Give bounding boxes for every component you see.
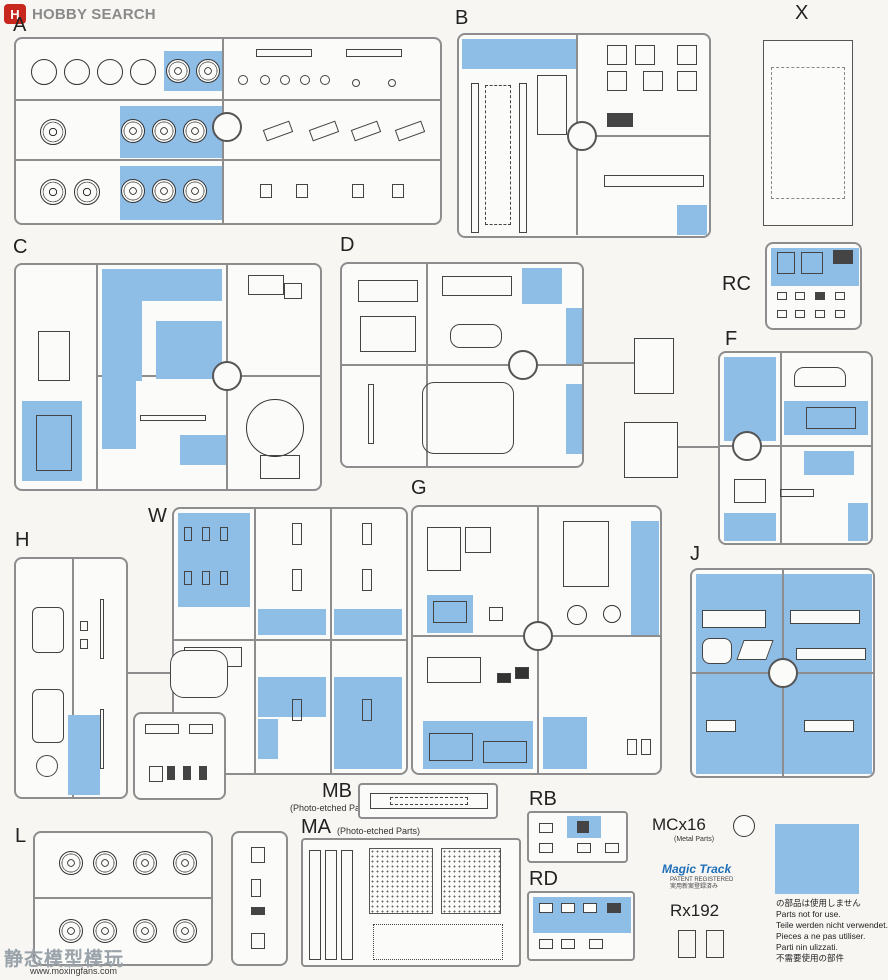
legend-line-de: Teile werden nicht verwendet. <box>776 920 888 930</box>
sprue-label-h: H <box>15 529 30 551</box>
sprue-label-w: W <box>148 505 167 527</box>
sprue-label-mb: MB <box>322 780 352 802</box>
sprue-label-rb: RB <box>529 788 557 810</box>
sprue-label-f: F <box>725 328 738 350</box>
magic-track-patent-jp: 実用新案登録済み <box>670 884 719 890</box>
sprue-h <box>14 557 128 799</box>
sprue-label-ma: MA <box>301 816 331 838</box>
watermark-url: www.moxingfans.com <box>30 966 118 976</box>
site-header: H HOBBY SEARCH <box>4 3 156 25</box>
sprue-label-x: X <box>795 2 809 24</box>
sprue-mb <box>358 783 498 819</box>
sprue-j <box>690 568 875 778</box>
magic-track-patent: PATENT REGISTERED <box>670 877 734 883</box>
sprue-f <box>718 351 873 545</box>
magic-track-logo: Magic Track <box>662 862 732 876</box>
sprue-rc <box>765 242 862 330</box>
sprue-ma-note: (Photo-etched Parts) <box>337 826 421 836</box>
sprue-d-side-part-2 <box>624 422 678 478</box>
sprue-label-d: D <box>340 234 355 256</box>
legend-line-jp: の部品は使用しません <box>776 898 861 908</box>
sprue-label-j: J <box>690 543 700 565</box>
sprue-l <box>33 831 213 966</box>
legend-line-en: Parts not for use. <box>776 909 841 919</box>
sprue-mb-note: (Photo-etched Parts) <box>290 803 374 813</box>
sprue-label-b: B <box>455 7 469 29</box>
hobby-search-logo-icon: H <box>4 4 26 24</box>
metal-part-ring <box>733 815 755 837</box>
sprue-b <box>457 33 711 238</box>
legend-line-it: Parti nin ulizzati. <box>776 942 838 952</box>
sprue-g <box>411 505 662 775</box>
sprue-c <box>14 263 322 491</box>
sprue-a <box>14 37 442 225</box>
sprue-h-sub <box>133 712 226 800</box>
sprue-h-turret-part <box>170 650 228 698</box>
metal-parts-label: MCx16 <box>652 815 706 834</box>
sprue-x-hull <box>763 40 853 226</box>
watermark-chinese: 静态模型模玩 <box>4 949 125 970</box>
rx-label: Rx192 <box>670 901 720 920</box>
metal-parts-note: (Metal Parts) <box>674 836 715 843</box>
sprue-rd <box>527 891 635 961</box>
sprue-label-c: C <box>13 236 28 258</box>
sprue-d-side-part-1 <box>634 338 674 394</box>
sprue-label-l: L <box>15 825 27 847</box>
legend-color-swatch <box>775 824 859 894</box>
sprue-label-a: A <box>13 14 27 36</box>
sprue-rb <box>527 811 628 863</box>
sprue-label-rd: RD <box>529 868 558 890</box>
sprue-label-g: G <box>411 477 427 499</box>
legend-line-cn: 不需要使用の部件 <box>776 953 845 963</box>
track-link-part-2 <box>706 930 724 958</box>
track-link-part-1 <box>678 930 696 958</box>
sprue-ma <box>301 838 521 967</box>
sprue-d <box>340 262 584 468</box>
sprue-w <box>172 507 408 775</box>
site-name: HOBBY SEARCH <box>32 5 156 23</box>
legend-line-fr: Pieces a ne pas utiliser. <box>776 931 866 941</box>
sprue-label-rc: RC <box>722 273 751 295</box>
sprue-l-sub <box>231 831 288 966</box>
